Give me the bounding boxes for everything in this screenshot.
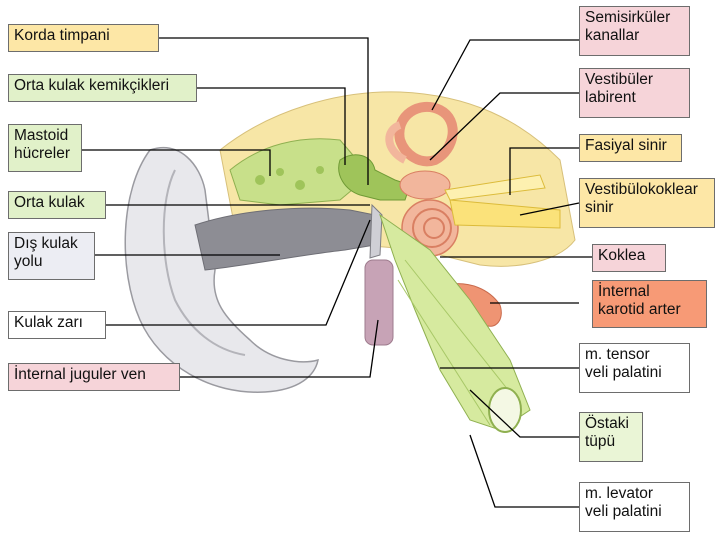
eardrum-shape	[369, 203, 383, 259]
label-m-tensor-veli-palatini: m. tensor veli palatini	[579, 343, 690, 393]
jugular-vein	[364, 259, 394, 346]
auricle	[124, 147, 319, 393]
label-mastoid-hucreler: Mastoid hücreler	[8, 124, 82, 172]
semicircular-canals	[394, 101, 458, 167]
ear-canal	[194, 207, 376, 271]
label-internal-karotid-arter: İnternal karotid arter	[592, 280, 707, 328]
label-kulak-zari: Kulak zarı	[8, 311, 106, 339]
facial-nerve	[444, 174, 546, 201]
label-vestibulokoklear-sinir: Vestibülokoklear sinir	[579, 178, 715, 228]
vestibulocochlear-nerve	[449, 199, 561, 229]
vestibule	[399, 170, 451, 200]
label-koklea: Koklea	[592, 244, 666, 272]
label-semisirkuler-kanallar: Semisirküler kanallar	[579, 6, 690, 56]
label-korda-timpani: Korda timpani	[8, 24, 159, 52]
label-m-levator-veli-palatini: m. levator veli palatini	[579, 482, 690, 532]
leader-lines	[82, 37, 592, 508]
label-vestibuler-labirent: Vestibüler labirent	[579, 68, 690, 118]
label-fasiyal-sinir: Fasiyal sinir	[579, 134, 682, 162]
label-orta-kulak-kemikcikleri: Orta kulak kemikçikleri	[8, 74, 197, 102]
label-internal-juguler-ven: İnternal juguler ven	[8, 363, 180, 391]
mastoid-cells	[229, 138, 371, 206]
label-orta-kulak: Orta kulak	[8, 191, 106, 219]
label-ostaki-tupu: Östaki tüpü	[579, 412, 643, 462]
auricle-fold	[162, 169, 246, 356]
label-dis-kulak-yolu: Dış kulak yolu	[8, 232, 95, 280]
